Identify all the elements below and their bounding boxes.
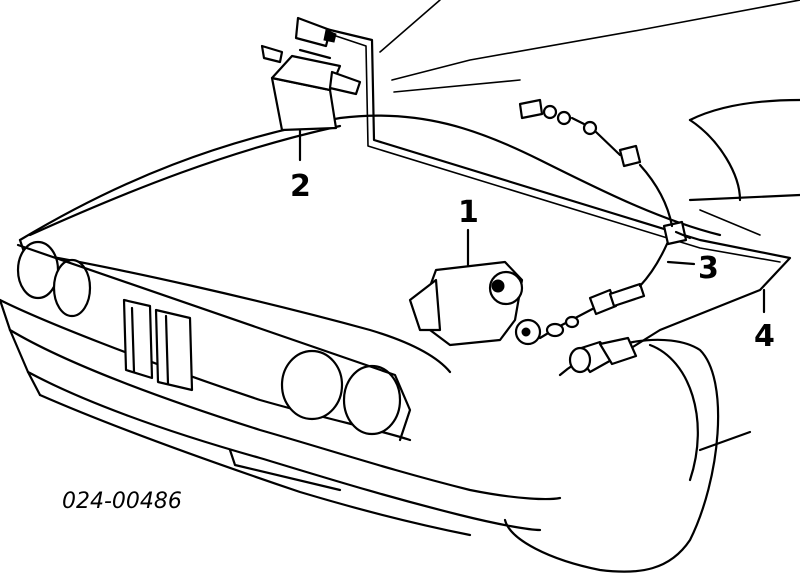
fender <box>688 98 800 236</box>
windshield <box>379 0 800 93</box>
headlight-right-outer <box>342 364 402 436</box>
leader-3 <box>666 260 696 266</box>
callout-3: 3 <box>698 251 719 286</box>
headlight-left-inner <box>52 258 92 318</box>
kidney-grille <box>122 298 194 392</box>
relay-module <box>260 16 362 132</box>
hood-outline <box>18 114 722 374</box>
callout-4: 4 <box>754 319 775 354</box>
actuator <box>408 260 542 347</box>
wire-harness <box>320 26 792 352</box>
part-number: 024-00486 <box>62 489 182 514</box>
front-wheel <box>503 338 752 573</box>
callout-1: 1 <box>458 195 479 230</box>
headlight-left-outer <box>16 240 60 300</box>
connector-chain <box>518 98 692 340</box>
callout-2: 2 <box>290 169 311 204</box>
headlight-right-inner <box>280 349 344 421</box>
headlights <box>16 240 412 442</box>
sensor-plug <box>568 336 638 374</box>
